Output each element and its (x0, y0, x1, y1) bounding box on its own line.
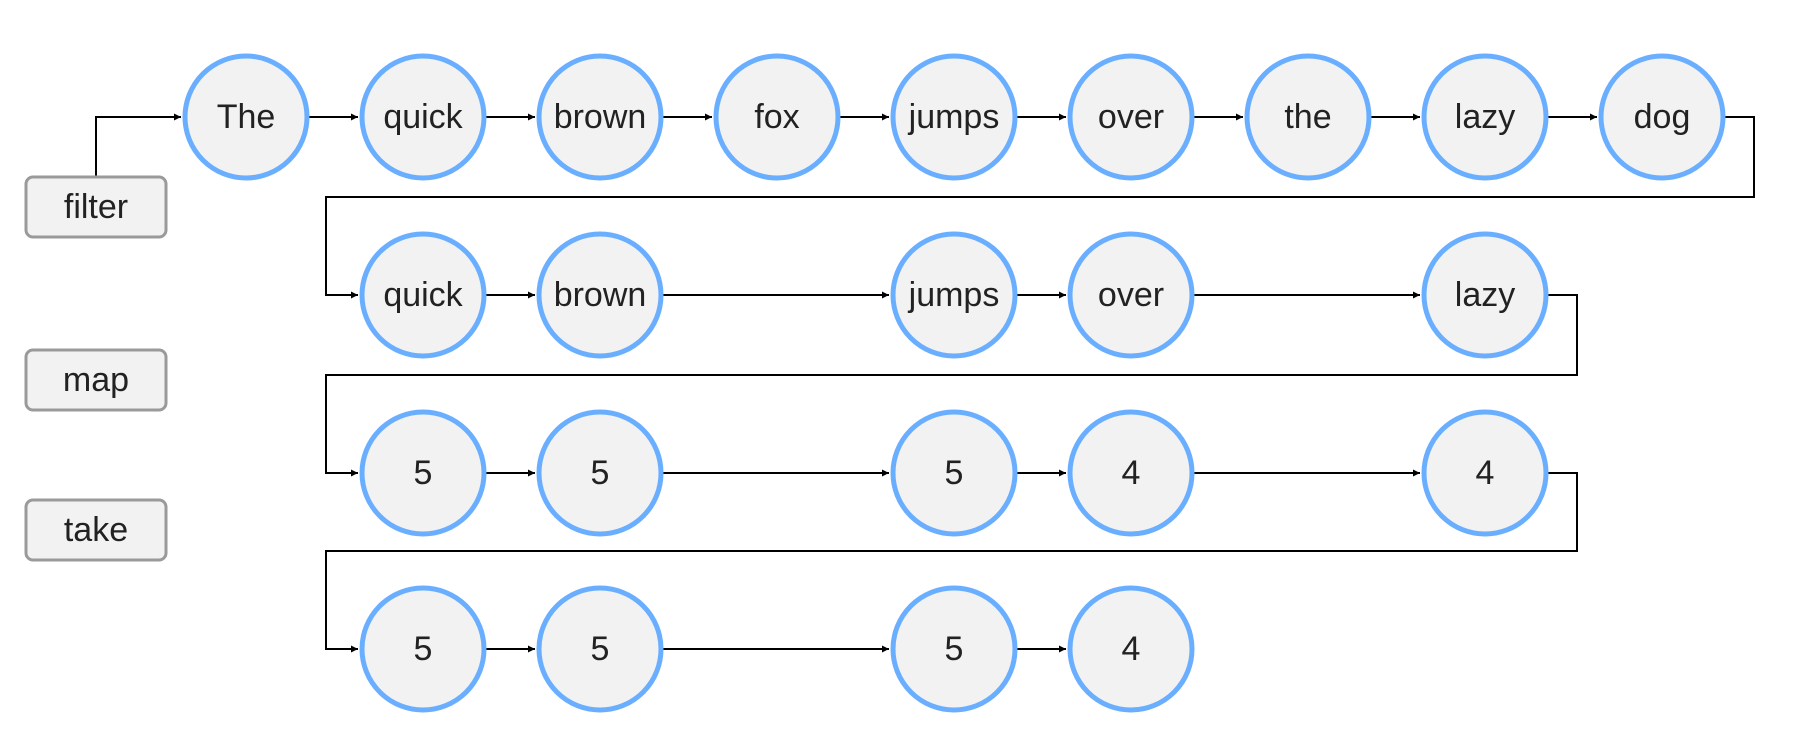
node-circle (182, 53, 310, 181)
node-circle (890, 231, 1018, 359)
node-label: 5 (591, 454, 610, 492)
connectors (95, 113, 1755, 653)
node-label: fox (754, 98, 799, 136)
node: jumps (890, 53, 1018, 181)
nodes: The quick brown fox jumps over the lazy dog quick… (182, 53, 1726, 713)
row-taken: 5 5 5 4 (359, 585, 1195, 713)
node: lazy (1421, 231, 1549, 359)
wrap-connector (325, 116, 1755, 299)
node-label: lazy (1455, 276, 1515, 314)
stage-labels: filter map take (24, 175, 168, 562)
node-label: 4 (1122, 454, 1141, 492)
row-filtered: quick brown jumps over lazy (359, 231, 1549, 359)
node-label: brown (554, 98, 647, 136)
node-label: 5 (591, 630, 610, 668)
node-circle (359, 231, 487, 359)
node-label: 4 (1122, 630, 1141, 668)
node-circle (1421, 231, 1549, 359)
node-label: lazy (1455, 98, 1515, 136)
node-circle (1067, 53, 1195, 181)
node-circle (1067, 231, 1195, 359)
node: The (182, 53, 310, 181)
node: the (1244, 53, 1372, 181)
node: 5 (890, 585, 1018, 713)
node-label: quick (383, 276, 463, 314)
stage-label: filter (64, 188, 128, 226)
node-circle (1244, 53, 1372, 181)
node-circle (1598, 53, 1726, 181)
node-label: 5 (945, 630, 964, 668)
node-circle (1421, 409, 1549, 537)
node-label: quick (383, 98, 463, 136)
node: over (1067, 231, 1195, 359)
node-label: brown (554, 276, 647, 314)
stage-take: take (24, 498, 168, 562)
node: quick (359, 53, 487, 181)
node: 5 (536, 409, 664, 537)
stage-box (24, 348, 168, 412)
node-circle (536, 53, 664, 181)
node: 4 (1421, 409, 1549, 537)
node-circle (1067, 585, 1195, 713)
node: brown (536, 53, 664, 181)
node-label: over (1098, 276, 1164, 314)
stage-label: map (63, 361, 129, 399)
node: 5 (359, 409, 487, 537)
entry-connector (95, 113, 181, 177)
node-label: 5 (414, 630, 433, 668)
node-circle (1421, 53, 1549, 181)
node-circle (359, 585, 487, 713)
node: over (1067, 53, 1195, 181)
wrap-connector (325, 472, 1578, 653)
node-label: The (217, 98, 276, 136)
stage-map: map (24, 348, 168, 412)
stage-box (24, 498, 168, 562)
node: lazy (1421, 53, 1549, 181)
node-circle (890, 53, 1018, 181)
node-circle (359, 53, 487, 181)
stage-box (24, 175, 168, 239)
node: quick (359, 231, 487, 359)
node: 4 (1067, 409, 1195, 537)
node: fox (713, 53, 841, 181)
node-label: jumps (908, 276, 1000, 314)
node-label: 4 (1476, 454, 1495, 492)
node-circle (536, 231, 664, 359)
node: dog (1598, 53, 1726, 181)
node-circle (359, 409, 487, 537)
node: brown (536, 231, 664, 359)
node: jumps (890, 231, 1018, 359)
wrap-connector (325, 294, 1578, 477)
node: 5 (359, 585, 487, 713)
node-label: over (1098, 98, 1164, 136)
node-label: jumps (908, 98, 1000, 136)
node-circle (713, 53, 841, 181)
node-circle (536, 585, 664, 713)
row-source: The quick brown fox jumps over the lazy dog (182, 53, 1726, 181)
node-label: 5 (945, 454, 964, 492)
node: 4 (1067, 585, 1195, 713)
row-mapped: 5 5 5 4 4 (359, 409, 1549, 537)
node-label: dog (1634, 98, 1691, 136)
node-circle (890, 585, 1018, 713)
node: 5 (536, 585, 664, 713)
node-label: the (1284, 98, 1331, 136)
stage-label: take (64, 511, 128, 549)
node-circle (536, 409, 664, 537)
node-circle (1067, 409, 1195, 537)
node: 5 (890, 409, 1018, 537)
node-circle (890, 409, 1018, 537)
stage-filter: filter (24, 175, 168, 239)
node-label: 5 (414, 454, 433, 492)
